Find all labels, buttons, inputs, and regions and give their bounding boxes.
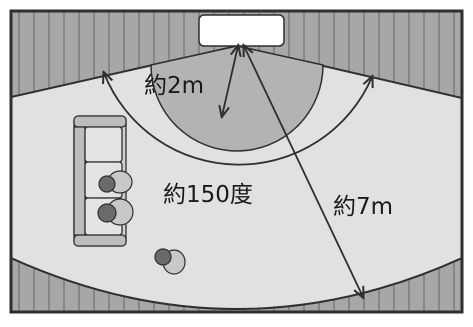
angle-label: 約150度 — [163, 182, 253, 208]
near-distance-label: 約2m — [144, 73, 204, 99]
far-distance-arrow — [244, 46, 363, 297]
far-distance-label: 約7m — [333, 194, 393, 220]
person-icon — [154, 248, 186, 275]
air-conditioner-icon — [198, 14, 285, 47]
near-distance-arrow — [222, 46, 238, 116]
person-icon — [97, 198, 134, 226]
room-border — [9, 9, 464, 314]
person-icon — [98, 170, 133, 194]
